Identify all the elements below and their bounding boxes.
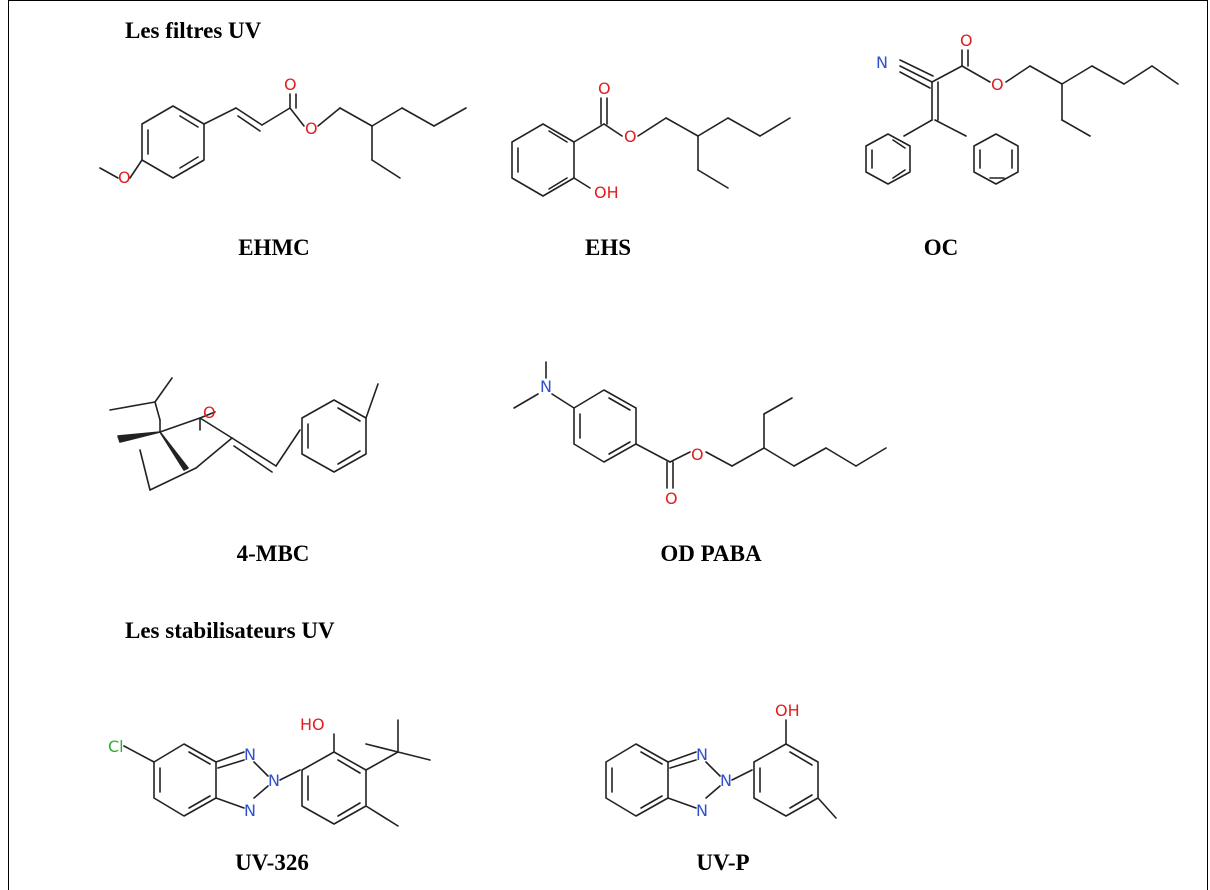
- uv326-n1: N: [244, 745, 256, 764]
- mbc-ketone-o: O: [203, 403, 216, 422]
- uvp-n1: N: [696, 745, 708, 764]
- odpaba-label: OD PABA: [660, 541, 762, 566]
- odpaba-amine-n: N: [540, 377, 552, 396]
- ehs-label: EHS: [584, 235, 632, 260]
- odpaba-carbonyl-o: O: [665, 489, 678, 508]
- uvp-hydroxyl: OH: [775, 701, 800, 720]
- filters-heading: Les filtres UV: [125, 18, 262, 43]
- uvp-n2: N: [720, 771, 732, 790]
- uv326-label: UV-326: [235, 850, 309, 875]
- odpaba-ester-o: O: [691, 445, 704, 464]
- ehmc-ester-o: O: [305, 119, 318, 138]
- stabilizers-heading: Les stabilisateurs UV: [125, 618, 335, 643]
- ehmc-carbonyl-o: O: [284, 75, 297, 94]
- ehs-carbonyl-o: O: [598, 79, 611, 98]
- uv326-n2: N: [268, 771, 280, 790]
- ehs-hydroxyl: OH: [594, 183, 619, 202]
- ehmc-label: EHMC: [238, 235, 310, 260]
- uv326-hydroxyl: HO: [300, 715, 325, 734]
- uvp-n3: N: [696, 801, 708, 820]
- ehmc-methoxy-o: O: [118, 168, 131, 187]
- oc-label: OC: [923, 235, 959, 260]
- mbc-label: 4-MBC: [236, 541, 310, 566]
- uvp-label: UV-P: [696, 850, 750, 875]
- oc-carbonyl-o: O: [960, 31, 973, 50]
- oc-nitrile-n: N: [876, 53, 888, 72]
- uv326-chlorine: Cl: [108, 737, 124, 756]
- uv326-n3: N: [244, 801, 256, 820]
- ehs-ester-o: O: [624, 127, 637, 146]
- figure-frame: [8, 0, 1208, 890]
- oc-ester-o: O: [991, 75, 1004, 94]
